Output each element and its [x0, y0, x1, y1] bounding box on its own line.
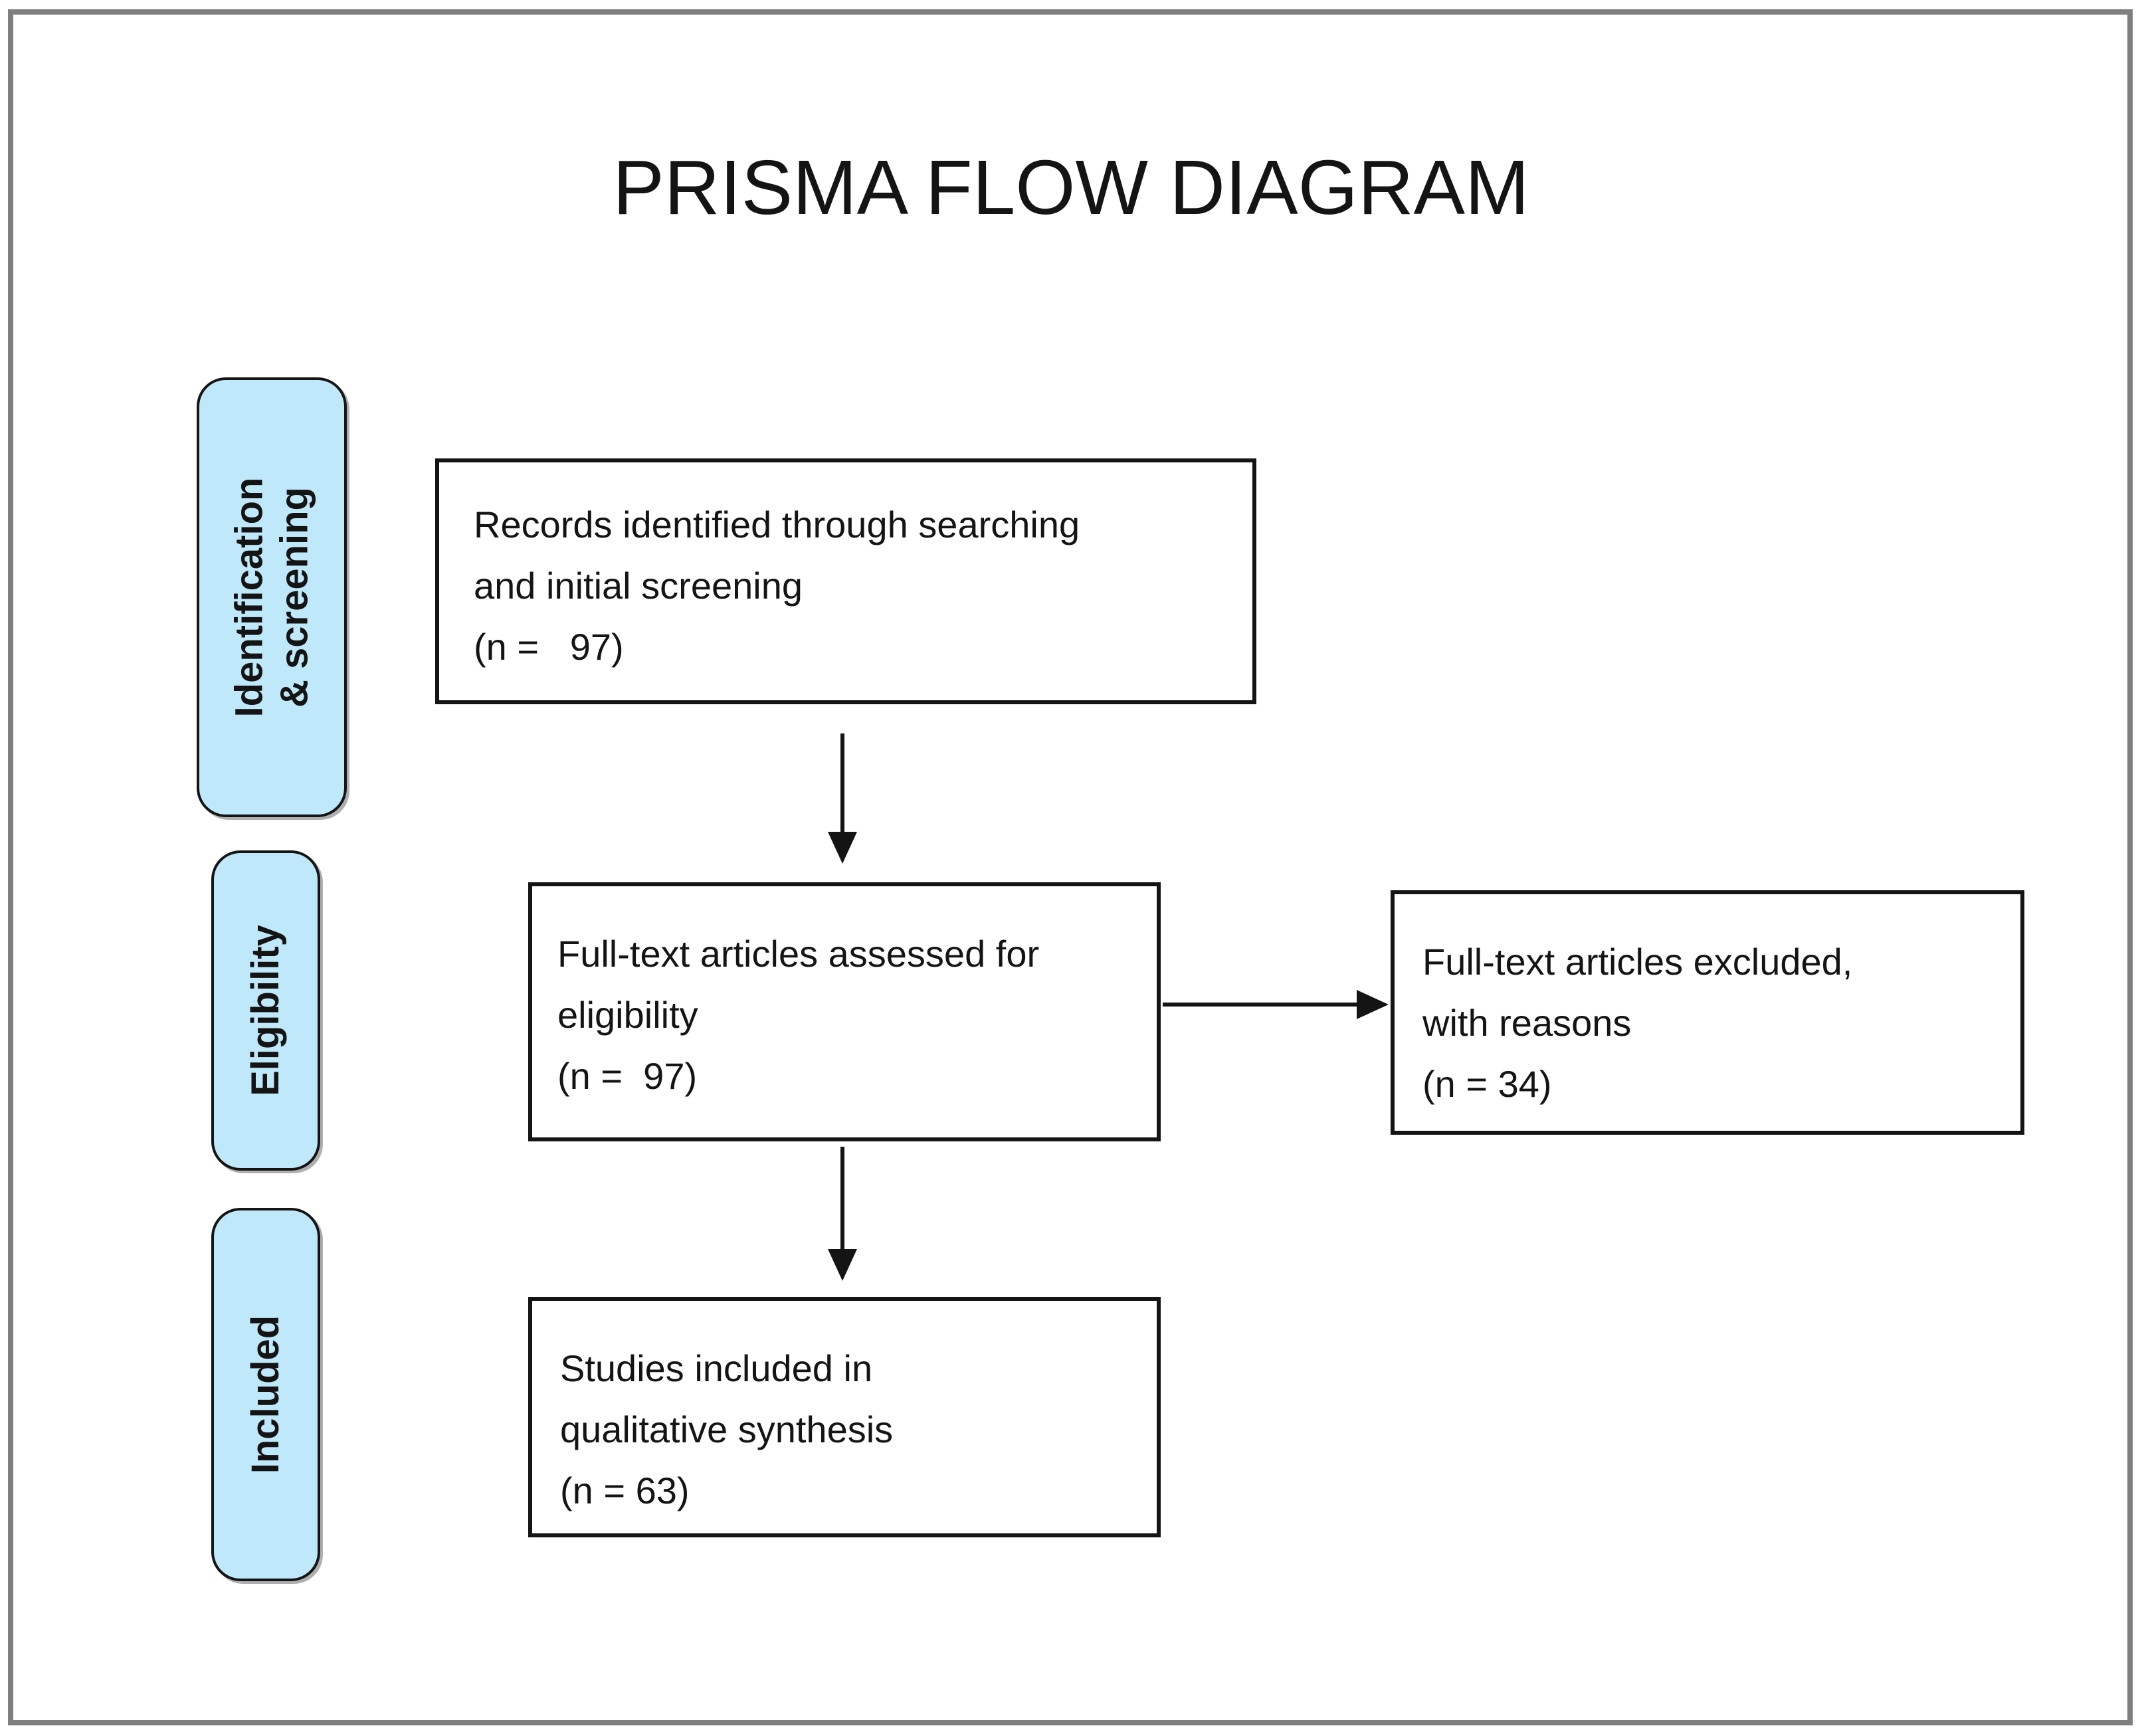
- stage-identification-screening: Identification & screening: [197, 377, 347, 817]
- stage-included: Included: [211, 1208, 320, 1581]
- stage-label: Identification & screening: [227, 477, 316, 718]
- arrow-head-down-icon: [828, 1249, 857, 1281]
- node-records-identified: Records identified through searching and…: [435, 458, 1256, 704]
- node-assessed-text: Full-text articles assessed for eligibil…: [557, 933, 1040, 1097]
- stage-label: Eligibility: [244, 925, 287, 1096]
- node-excluded-text: Full-text articles excluded, with reason…: [1422, 941, 1853, 1105]
- arrow-head-right-icon: [1357, 990, 1389, 1019]
- node-records-text: Records identified through searching and…: [474, 504, 1080, 668]
- stage-label: Included: [244, 1315, 287, 1474]
- node-studies-included: Studies included in qualitative synthesi…: [528, 1297, 1161, 1537]
- arrow-head-down-icon: [828, 832, 857, 864]
- stage-eligibility: Eligibility: [211, 850, 320, 1171]
- arrow-line: [840, 733, 844, 833]
- node-fulltext-excluded: Full-text articles excluded, with reason…: [1391, 890, 2024, 1135]
- arrow-line: [840, 1147, 844, 1250]
- node-included-text: Studies included in qualitative synthesi…: [560, 1347, 894, 1511]
- arrow-line: [1163, 1003, 1357, 1007]
- node-fulltext-assessed: Full-text articles assessed for eligibil…: [528, 882, 1161, 1141]
- outer-frame: [8, 9, 2133, 1725]
- page-title: PRISMA FLOW DIAGRAM: [613, 144, 1529, 231]
